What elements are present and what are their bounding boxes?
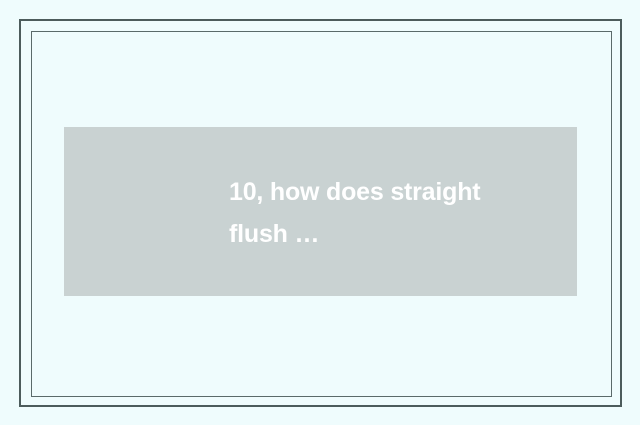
outer-decorative-frame — [19, 19, 622, 407]
banner-headline: 10, how does straight flush … — [229, 178, 481, 248]
inner-decorative-frame: 10, how does straight flush … — [31, 31, 612, 397]
content-banner-block: 10, how does straight flush … — [64, 127, 577, 296]
